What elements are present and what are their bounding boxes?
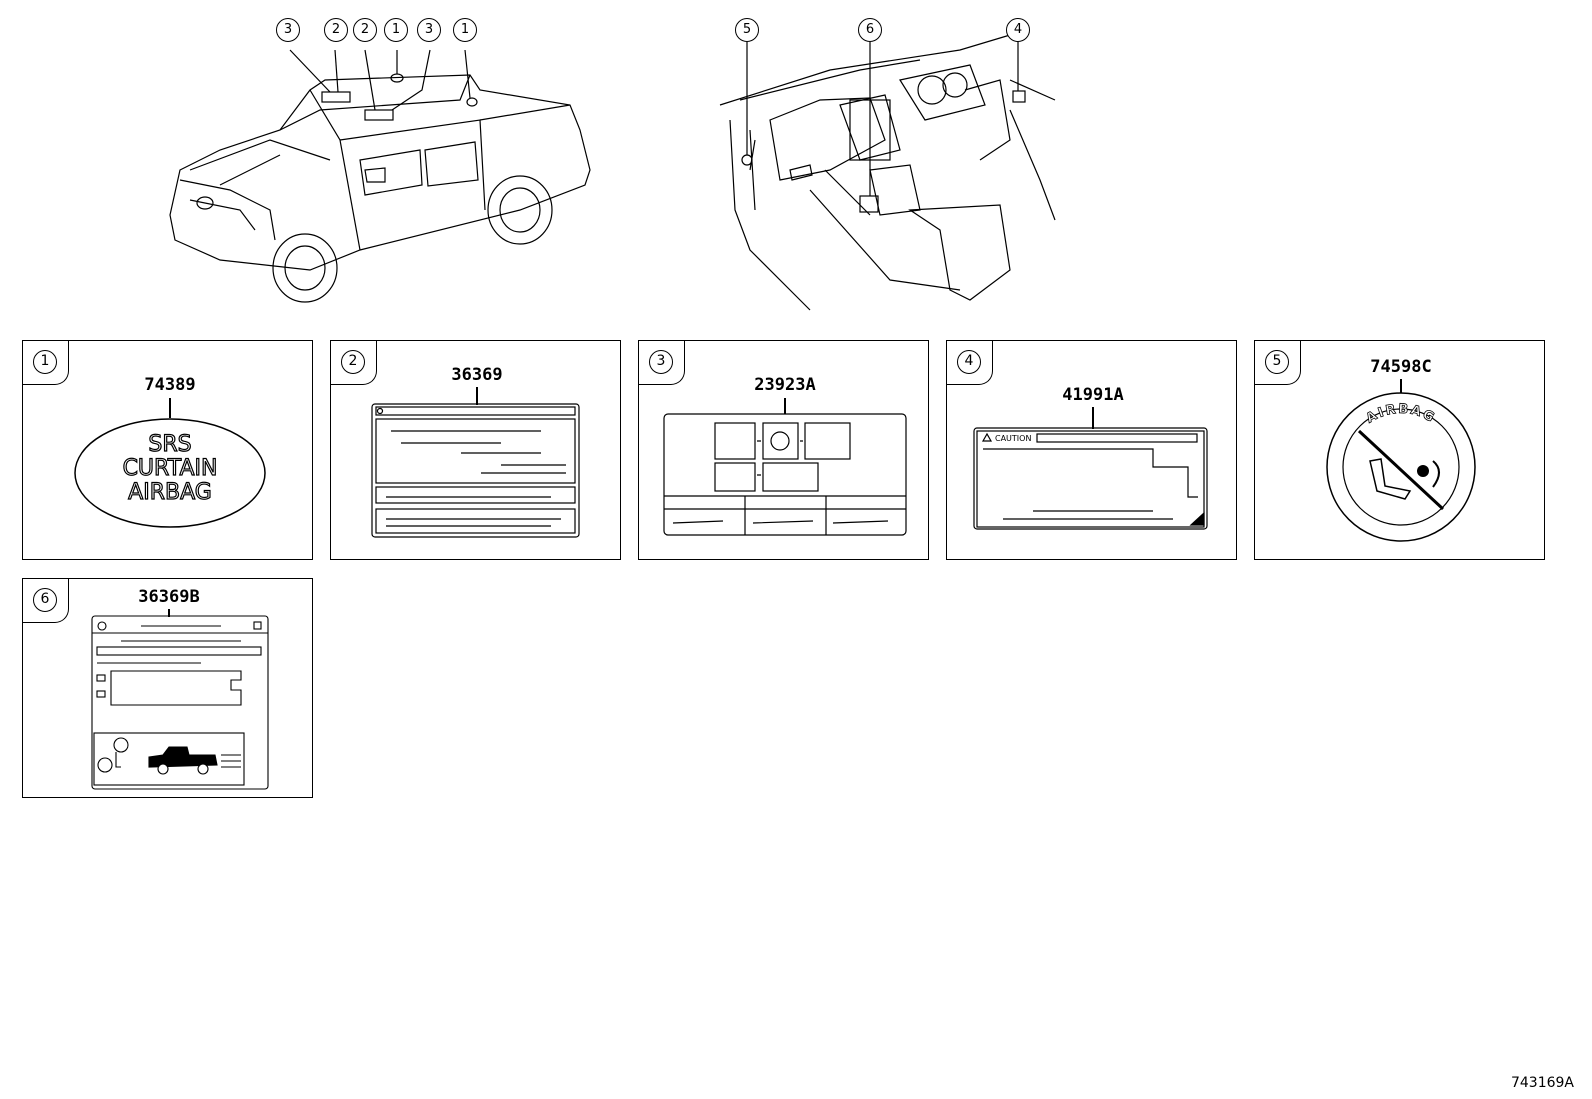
panel-index-tab: 5 bbox=[1255, 341, 1301, 385]
pictogram-label bbox=[663, 413, 907, 536]
truck-overview: 3 2 2 1 3 1 bbox=[160, 10, 620, 310]
label-panel-1: 1 74389 SRS CURTAIN AIRBAG bbox=[22, 340, 313, 560]
panel-index: 6 bbox=[33, 588, 57, 612]
interior-overview: 5 6 4 bbox=[710, 10, 1080, 320]
part-number: 36369 bbox=[451, 365, 503, 385]
label-panel-3: 3 23923A bbox=[638, 340, 929, 560]
truck-callout: 1 bbox=[453, 18, 477, 42]
label-line-1: SRS bbox=[148, 432, 191, 457]
truck-callout: 3 bbox=[417, 18, 441, 42]
information-label bbox=[91, 615, 269, 790]
part-number: 41991A bbox=[1062, 385, 1124, 405]
label-panel-5: 5 74598C AIRBAG bbox=[1254, 340, 1545, 560]
airbag-warning-seal: AIRBAG bbox=[1326, 392, 1476, 542]
part-number: 36369B bbox=[138, 587, 200, 607]
interior-drawing bbox=[719, 34, 1056, 311]
interior-callout: 4 bbox=[1006, 18, 1030, 42]
ring-text: AIRBAG bbox=[1363, 401, 1436, 426]
notice-label bbox=[371, 403, 580, 538]
truck-callout: 3 bbox=[276, 18, 300, 42]
leader-line bbox=[1092, 407, 1094, 429]
caution-text: CAUTION bbox=[995, 434, 1031, 443]
leader-line bbox=[476, 387, 478, 405]
label-line-3: AIRBAG bbox=[128, 480, 212, 505]
truck-drawing bbox=[169, 49, 591, 303]
panel-index: 3 bbox=[649, 350, 673, 374]
leader-line bbox=[1400, 379, 1402, 393]
leader-line bbox=[168, 609, 170, 617]
panel-index-tab: 6 bbox=[23, 579, 69, 623]
truck-callout: 2 bbox=[324, 18, 348, 42]
panel-index-tab: 1 bbox=[23, 341, 69, 385]
panel-index: 2 bbox=[341, 350, 365, 374]
part-number: 74389 bbox=[144, 375, 196, 395]
srs-curtain-airbag-label: SRS CURTAIN AIRBAG bbox=[74, 418, 266, 528]
figure-number: 743169A bbox=[1510, 1075, 1574, 1091]
panel-index: 4 bbox=[957, 350, 981, 374]
panel-index-tab: 4 bbox=[947, 341, 993, 385]
part-number: 74598C bbox=[1370, 357, 1432, 377]
panel-index: 1 bbox=[33, 350, 57, 374]
label-line-2: CURTAIN bbox=[123, 456, 218, 481]
part-number: 23923A bbox=[754, 375, 816, 395]
interior-callout: 5 bbox=[735, 18, 759, 42]
leader-line bbox=[169, 398, 171, 418]
label-panel-4: 4 41991A CAUTION bbox=[946, 340, 1237, 560]
truck-callout: 1 bbox=[384, 18, 408, 42]
panel-index-tab: 3 bbox=[639, 341, 685, 385]
label-panel-6: 6 36369B bbox=[22, 578, 313, 798]
interior-callout: 6 bbox=[858, 18, 882, 42]
label-panel-2: 2 36369 bbox=[330, 340, 621, 560]
panel-index-tab: 2 bbox=[331, 341, 377, 385]
caution-label: CAUTION bbox=[973, 427, 1208, 530]
leader-line bbox=[784, 398, 786, 414]
panel-index: 5 bbox=[1265, 350, 1289, 374]
svg-text:AIRBAG: AIRBAG bbox=[1364, 402, 1438, 427]
truck-callout: 2 bbox=[353, 18, 377, 42]
